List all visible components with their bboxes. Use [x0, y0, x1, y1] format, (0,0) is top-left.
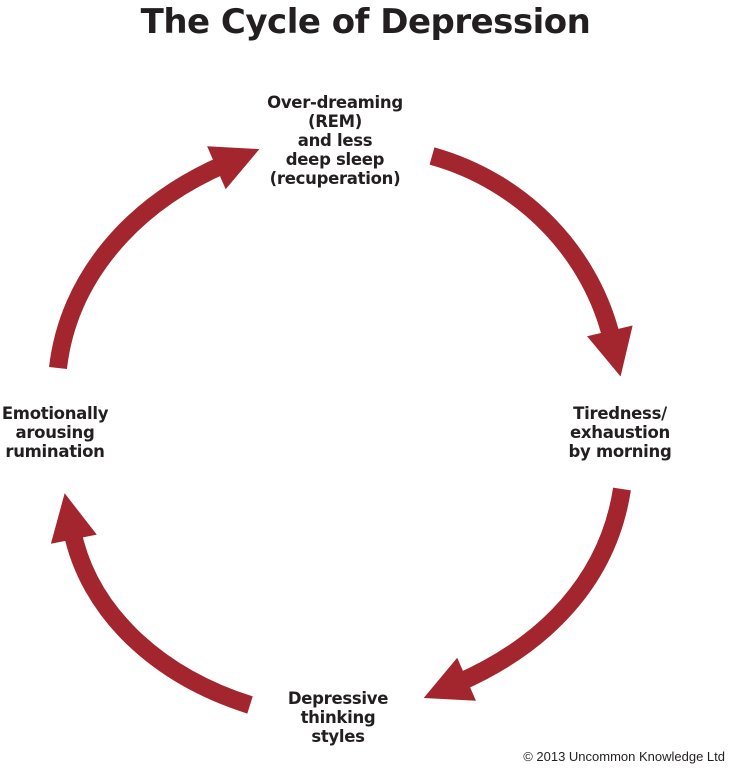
copyright-notice: © 2013 Uncommon Knowledge Ltd [523, 749, 725, 764]
diagram-title: The Cycle of Depression [140, 2, 591, 42]
arrow-left-to-top [49, 146, 260, 370]
node-line: (REM) [308, 112, 362, 131]
node-line: Tiredness/ [573, 404, 667, 423]
node-line: thinking [300, 708, 376, 727]
node-depressive-thinking: Depressive thinking styles [238, 689, 438, 746]
node-line: styles [311, 727, 365, 746]
node-line: Over-dreaming [267, 93, 403, 112]
node-line: by morning [568, 442, 672, 461]
node-line: rumination [5, 442, 105, 461]
node-over-dreaming: Over-dreaming (REM) and less deep sleep … [235, 93, 435, 188]
node-line: exhaustion [570, 423, 670, 442]
node-line: Depressive [287, 689, 389, 708]
node-line: deep sleep [285, 150, 385, 169]
node-rumination: Emotionally arousing rumination [0, 404, 110, 461]
arrow-top-to-right [429, 147, 633, 377]
arrow-bottom-to-left [50, 493, 253, 714]
node-line: (recuperation) [269, 169, 401, 188]
node-line: arousing [15, 423, 95, 442]
node-tiredness: Tiredness/ exhaustion by morning [520, 404, 720, 461]
arrow-right-to-bottom [423, 487, 631, 701]
node-line: and less [297, 131, 373, 150]
node-line: Emotionally [1, 404, 109, 423]
